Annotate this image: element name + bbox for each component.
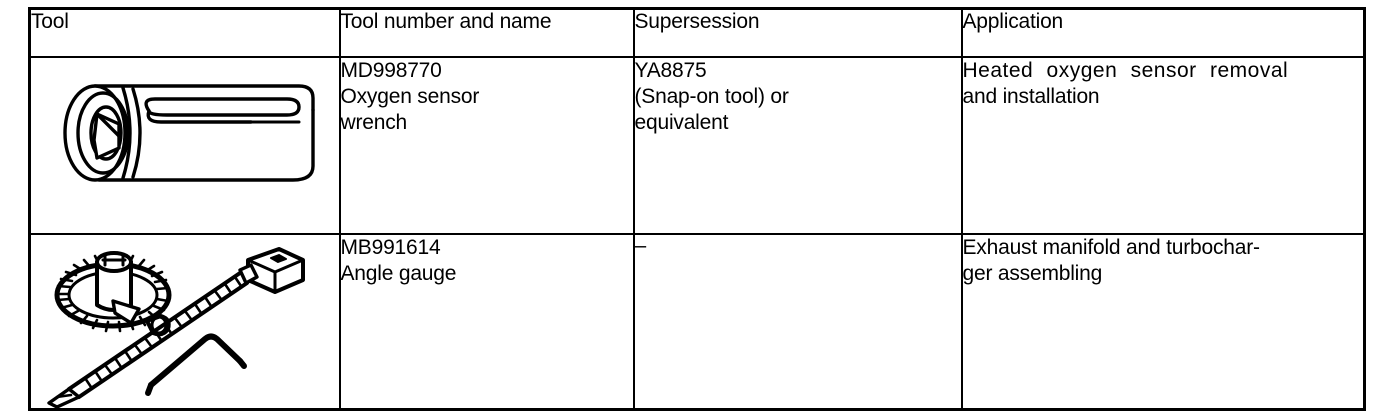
tool-illustration-cell-oxygen-sensor-wrench bbox=[28, 55, 341, 235]
table-row: MB991614 Angle gauge – Exhaust manifold … bbox=[28, 232, 1366, 411]
tool-number-and-name-cell-row-1: MD998770 Oxygen sensor wrench bbox=[338, 55, 635, 235]
supersession-cell-row-2: – bbox=[632, 232, 963, 411]
table-row: MD998770 Oxygen sensor wrench YA8875 (Sn… bbox=[28, 55, 1366, 235]
column-header-application: Application bbox=[960, 7, 1366, 58]
supersession-line-1: YA8875 bbox=[634, 58, 707, 82]
oxygen-sensor-wrench-icon bbox=[37, 66, 327, 196]
tool-number: MD998770 bbox=[340, 58, 442, 82]
supersession-line-3: equivalent bbox=[634, 110, 729, 134]
angle-gauge-icon bbox=[35, 237, 335, 408]
tool-name-line-1: Oxygen sensor bbox=[340, 84, 480, 108]
tool-number-and-name-cell-row-2: MB991614 Angle gauge bbox=[338, 232, 635, 411]
column-header-tool: Tool bbox=[28, 7, 341, 58]
application-line-2: ger assembling bbox=[962, 261, 1103, 285]
tool-number: MB991614 bbox=[340, 235, 441, 259]
table-header-row: Tool Tool number and name Supersession A… bbox=[28, 7, 1366, 58]
column-header-tool-number-and-name: Tool number and name bbox=[338, 7, 635, 58]
tool-illustration-cell-angle-gauge bbox=[28, 232, 341, 411]
application-cell-row-1: Heated oxygen sensor removal and install… bbox=[960, 55, 1366, 235]
column-header-supersession: Supersession bbox=[632, 7, 963, 58]
tool-name-line-2: wrench bbox=[340, 110, 408, 134]
application-line-2: and installation bbox=[962, 84, 1100, 108]
application-cell-row-2: Exhaust manifold and turbochar- ger asse… bbox=[960, 232, 1366, 411]
special-tools-table: Tool Tool number and name Supersession A… bbox=[28, 7, 1366, 411]
supersession-line-2: (Snap-on tool) or bbox=[634, 84, 789, 108]
supersession-cell-row-1: YA8875 (Snap-on tool) or equivalent bbox=[632, 55, 963, 235]
application-line-1: Heated oxygen sensor removal bbox=[962, 58, 1289, 82]
application-line-1: Exhaust manifold and turbochar- bbox=[962, 235, 1261, 259]
tool-name-line-1: Angle gauge bbox=[340, 261, 457, 285]
supersession-dash: – bbox=[634, 233, 647, 257]
